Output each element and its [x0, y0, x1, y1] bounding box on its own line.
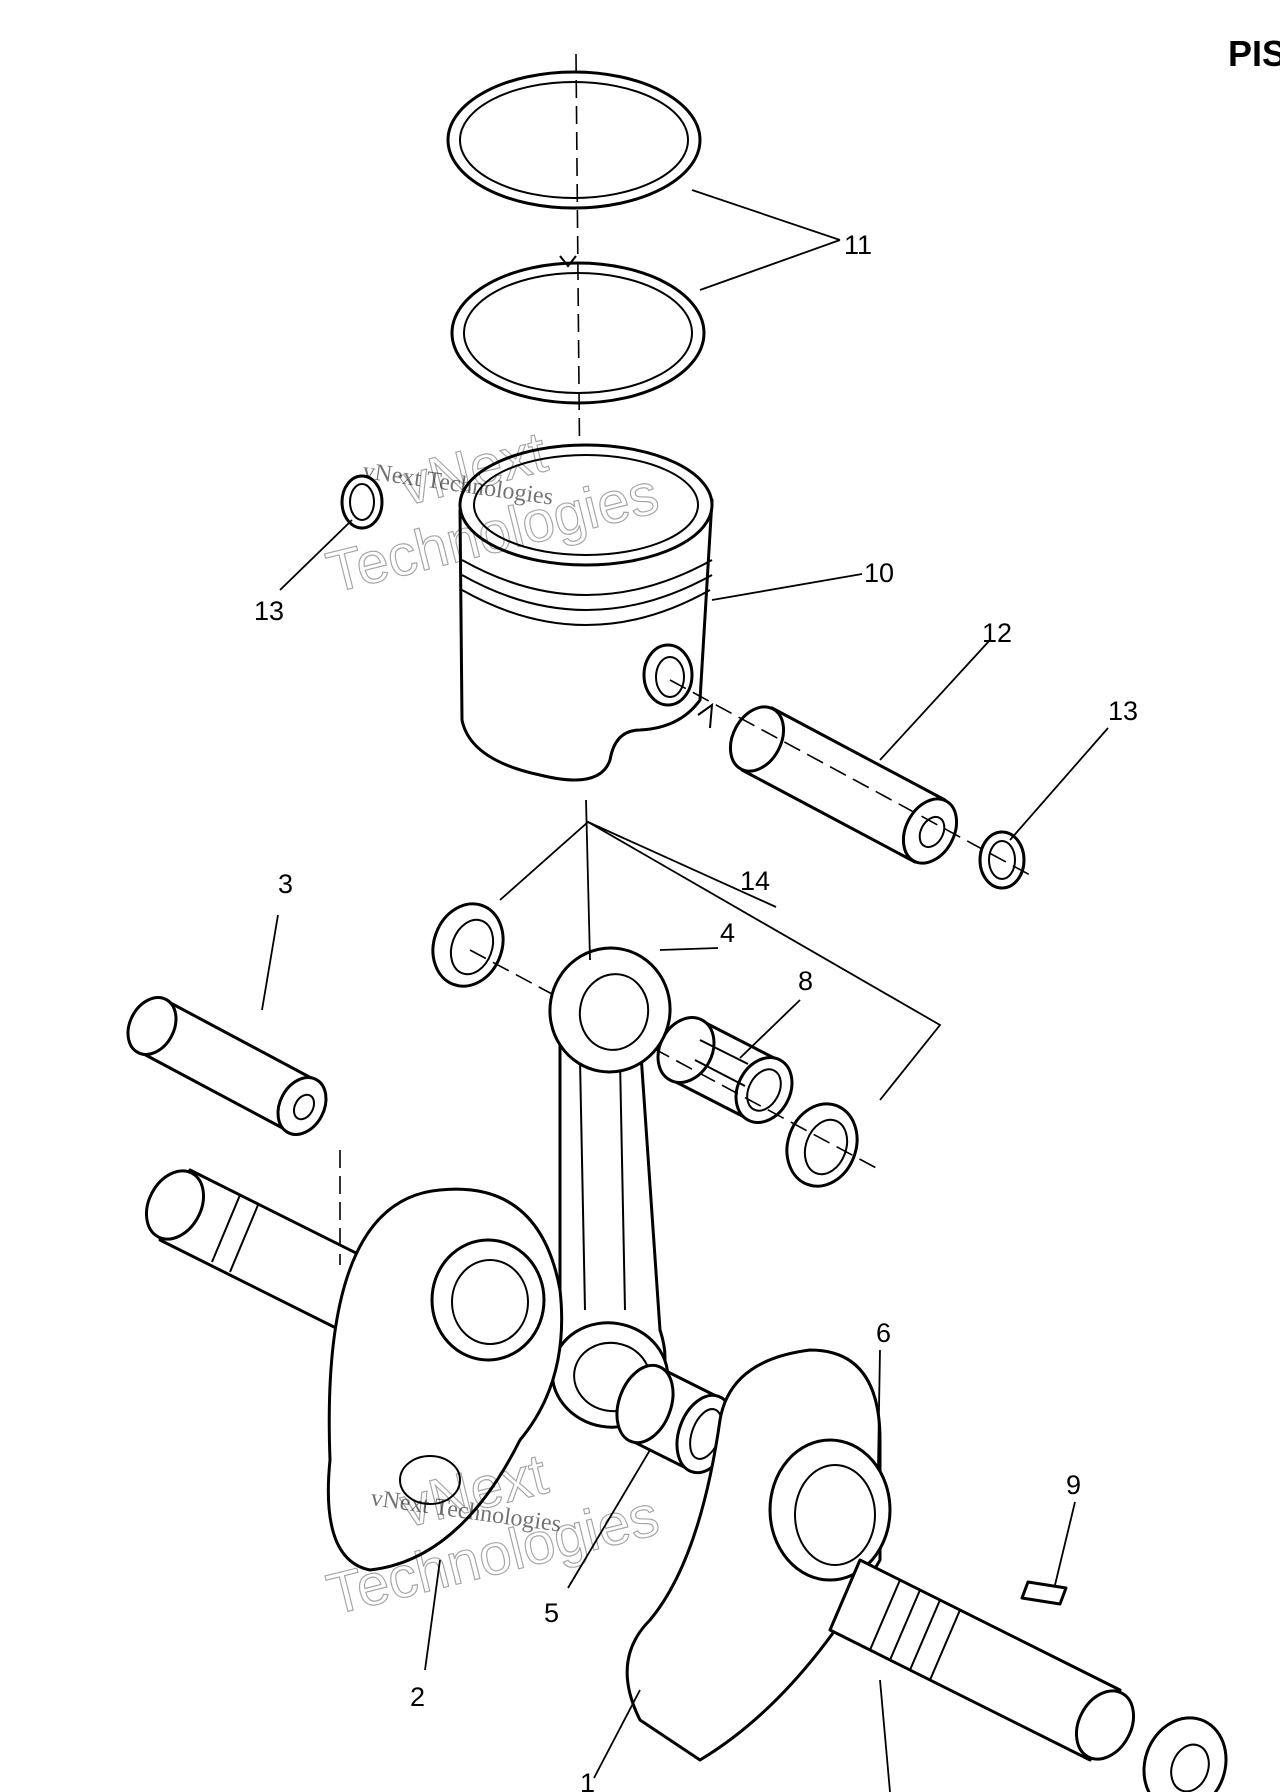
crank-web-right: [625, 1348, 892, 1762]
leader-13a: [279, 519, 353, 591]
callout-5: 5: [544, 1598, 559, 1628]
callout-4: 4: [720, 918, 735, 948]
cylinder-axis-line: [575, 53, 581, 501]
leader-4: [659, 947, 719, 951]
connecting-rod: [548, 946, 672, 1429]
leader-14: [499, 820, 942, 1101]
callout-6: 6: [876, 1318, 891, 1348]
callout-9: 9: [1066, 1470, 1081, 1500]
leader-5: [567, 1449, 651, 1589]
leader-8: [739, 999, 801, 1059]
circlip-left: [340, 474, 384, 530]
piston-pin-axis-line: [669, 679, 1031, 876]
leader-12: [879, 639, 991, 761]
callout-3: 3: [278, 869, 293, 899]
woodruff-key: [1020, 1580, 1068, 1606]
callout-13-right: 13: [1108, 696, 1138, 726]
piston-pin: [728, 705, 959, 865]
callout-1: 1: [580, 1768, 595, 1792]
callout-2: 2: [410, 1682, 425, 1712]
leader-11b: [699, 239, 841, 291]
piston: [458, 443, 714, 782]
leader-14-top: [587, 821, 777, 908]
needle-bearing-small-end: [656, 1016, 794, 1124]
callout-10: 10: [864, 558, 894, 588]
crank-pin: [126, 996, 328, 1136]
callout-14: 14: [740, 866, 770, 896]
page-title: PIS: [1228, 33, 1280, 74]
leader-11a: [691, 189, 841, 241]
leader-7: [879, 1679, 891, 1792]
leader-6: [877, 1349, 881, 1469]
piston-ring-top: [446, 70, 702, 210]
crank-web-left: [326, 1187, 564, 1572]
callout-12: 12: [982, 618, 1012, 648]
leader-3: [261, 914, 279, 1011]
thrust-washer-upper: [431, 902, 505, 988]
leader-9: [1054, 1501, 1076, 1586]
leader-1: [593, 1689, 641, 1779]
callout-11: 11: [844, 230, 872, 260]
callout-13-left: 13: [254, 596, 284, 626]
crankshaft-end-washer: [1142, 1716, 1228, 1792]
leader-10: [711, 573, 863, 601]
leader-2: [424, 1559, 441, 1671]
crankshaft-right-shaft: [828, 1558, 1136, 1762]
thrust-washer-lower: [785, 1102, 859, 1188]
leader-13b: [1009, 727, 1109, 841]
rod-centerline: [585, 799, 591, 961]
callout-8: 8: [798, 966, 813, 996]
